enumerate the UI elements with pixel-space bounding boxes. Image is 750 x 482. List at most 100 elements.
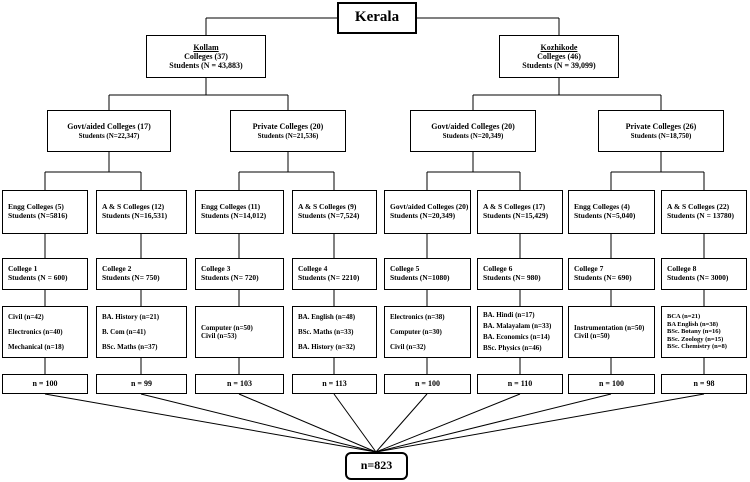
type-box-kozhikode-private: Private Colleges (26) Students (N=18,750… [598, 110, 724, 152]
sample-box-3: n = 103 [195, 374, 284, 394]
departments-box-2: BA. History (n=21) B. Com (n=41) BSc. Ma… [96, 306, 187, 358]
college-name: College 4 [298, 264, 328, 274]
college-box-5: College 5 Students (N=1080) [384, 258, 471, 290]
stream-students: Students (N=15,429) [483, 211, 549, 220]
convergence-line [375, 393, 521, 453]
district-name: Kollam [193, 42, 219, 52]
department-item: BA. Economics (n=14) [483, 333, 550, 342]
department-item: B. Com (n=41) [102, 327, 146, 336]
sample-size: n = 98 [693, 379, 715, 389]
district-colleges: Colleges (46) [537, 51, 581, 61]
departments-box-5: Electronics (n=38) Computer (n=30) Civil… [384, 306, 471, 358]
departments-box-3: Computer (n=50) Civil (n=53) [195, 306, 284, 358]
district-box-kozhikode: Kozhikode Colleges (46) Students (N = 39… [499, 35, 619, 78]
type-students: Students (N=20,349) [442, 131, 504, 140]
department-item: BSc. Maths (n=37) [102, 342, 158, 351]
stream-box-1: Engg Colleges (5) Students (N=5816) [2, 190, 88, 234]
departments-box-1: Civil (n=42) Electronics (n=40) Mechanic… [2, 306, 88, 358]
convergence-line [375, 393, 612, 453]
stream-box-5: Govt/aided Colleges (20) Students (N=20,… [384, 190, 471, 234]
department-item: BSc. Maths (n=33) [298, 327, 354, 336]
stream-label: A & S Colleges (9) [298, 202, 357, 212]
college-box-6: College 6 Students (N= 980) [477, 258, 563, 290]
sample-size: n = 113 [322, 379, 347, 389]
stream-students: Students (N=16,531) [102, 211, 168, 220]
department-item: Civil (n=32) [390, 342, 426, 351]
department-item: Electronics (n=38) [390, 313, 445, 322]
college-students: Students (N = 600) [8, 273, 68, 282]
type-label: Private Colleges (26) [625, 122, 697, 132]
stream-box-2: A & S Colleges (12) Students (N=16,531) [96, 190, 187, 234]
college-students: Students (N=1080) [390, 273, 450, 282]
convergence-line [44, 393, 377, 453]
stream-students: Students (N=7,524) [298, 211, 360, 220]
stream-label: A & S Colleges (22) [667, 202, 730, 212]
department-item: Civil (n=50) [574, 332, 610, 340]
department-item: BA. Malayalam (n=33) [483, 322, 552, 331]
college-students: Students (N= 980) [483, 273, 541, 282]
district-name: Kozhikode [540, 42, 578, 52]
stream-students: Students (N=5,040) [574, 211, 636, 220]
sample-size: n = 100 [32, 379, 58, 389]
convergence-line [238, 393, 377, 453]
departments-box-4: BA. English (n=48) BSc. Maths (n=33) BA.… [292, 306, 377, 358]
type-box-kollam-govt: Govt/aided Colleges (17) Students (N=22,… [47, 110, 171, 152]
college-name: College 7 [574, 264, 604, 274]
sample-size: n = 103 [226, 379, 252, 389]
convergence-line [333, 393, 377, 453]
department-item: BSc. Chemistry (n=8) [667, 343, 727, 351]
stream-label: Engg Colleges (11) [201, 202, 261, 212]
sample-size: n = 110 [507, 379, 533, 389]
stream-box-4: A & S Colleges (9) Students (N=7,524) [292, 190, 377, 234]
total-sample-box: n=823 [345, 452, 408, 480]
department-item: Civil (n=42) [8, 313, 44, 322]
stream-students: Students (N = 13780) [667, 211, 734, 220]
departments-box-7: Instrumentation (n=50) Civil (n=50) [568, 306, 655, 358]
college-box-7: College 7 Students (N= 690) [568, 258, 655, 290]
sample-box-4: n = 113 [292, 374, 377, 394]
department-item: BA English (n=38) [667, 320, 719, 328]
total-label: n=823 [360, 458, 393, 473]
sample-box-7: n = 100 [568, 374, 655, 394]
college-box-4: College 4 Students (N= 2210) [292, 258, 377, 290]
department-item: BA. History (n=32) [298, 342, 356, 351]
department-item: BSc. Physics (n=46) [483, 344, 542, 353]
convergence-line [375, 393, 428, 453]
college-name: College 8 [667, 264, 697, 274]
sample-box-1: n = 100 [2, 374, 88, 394]
department-item: BA. History (n=21) [102, 313, 160, 322]
college-box-8: College 8 Students (N= 3000) [661, 258, 747, 290]
type-label: Private Colleges (20) [252, 122, 324, 132]
college-students: Students (N= 690) [574, 273, 632, 282]
convergence-line [140, 393, 377, 453]
college-box-1: College 1 Students (N = 600) [2, 258, 88, 290]
college-box-3: College 3 Students (N= 720) [195, 258, 284, 290]
department-item: BSc. Zoology (n=15) [667, 335, 724, 343]
root-label: Kerala [354, 9, 400, 26]
departments-box-8: BCA (n=21) BA English (n=38) BSc. Botany… [661, 306, 747, 358]
stream-box-6: A & S Colleges (17) Students (N=15,429) [477, 190, 563, 234]
type-students: Students (N=21,536) [257, 131, 319, 140]
convergence-line [375, 393, 705, 453]
department-item: BA. Hindi (n=17) [483, 311, 535, 320]
root-box-kerala: Kerala [337, 2, 417, 34]
department-item: Computer (n=30) [390, 327, 442, 336]
college-students: Students (N= 2210) [298, 273, 360, 282]
district-colleges: Colleges (37) [184, 51, 228, 61]
departments-box-6: BA. Hindi (n=17) BA. Malayalam (n=33) BA… [477, 306, 563, 358]
sample-box-2: n = 99 [96, 374, 187, 394]
college-box-2: College 2 Students (N= 750) [96, 258, 187, 290]
department-item: Computer (n=50) [201, 323, 253, 332]
stream-box-7: Engg Colleges (4) Students (N=5,040) [568, 190, 655, 234]
department-item: Instrumentation (n=50) [574, 323, 645, 332]
college-name: College 3 [201, 264, 231, 274]
college-name: College 2 [102, 264, 132, 274]
type-students: Students (N=18,750) [630, 131, 692, 140]
stream-label: Govt/aided Colleges (20) [390, 202, 469, 212]
department-item: BA. English (n=48) [298, 313, 356, 322]
college-name: College 5 [390, 264, 420, 274]
sample-size: n = 100 [414, 379, 440, 389]
stream-students: Students (N=20,349) [390, 211, 456, 220]
